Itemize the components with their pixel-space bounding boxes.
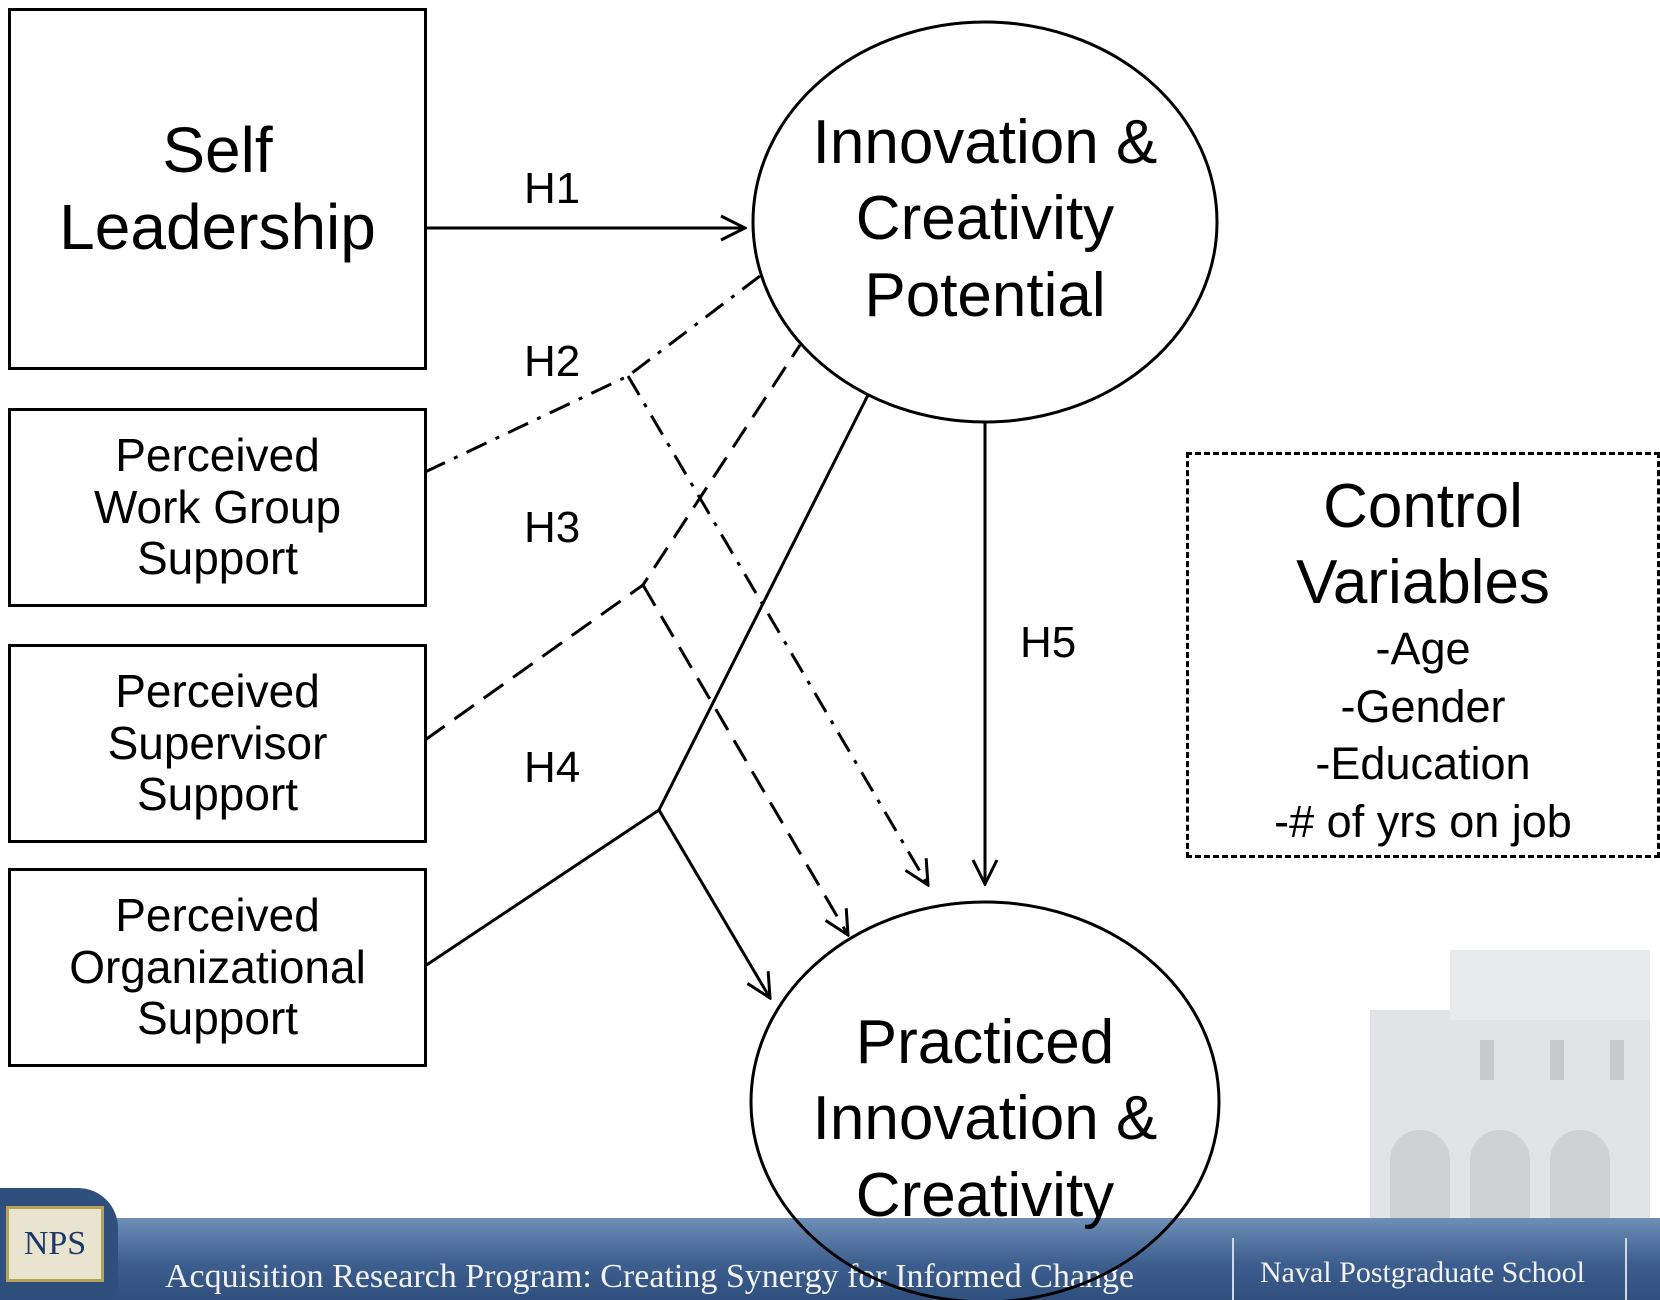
icp-ellipse bbox=[751, 20, 1219, 424]
h4-connector bbox=[424, 394, 870, 968]
control-title-line-2: Variables bbox=[1296, 547, 1550, 617]
self-leadership-line-2: Leadership bbox=[59, 191, 376, 263]
control-variables-box: Control Variables -Age -Gender -Educatio… bbox=[1186, 452, 1660, 858]
nps-shield-icon: NPS bbox=[6, 1206, 104, 1282]
pic-line-3: Creativity bbox=[855, 1160, 1115, 1230]
pic-line-1: Practiced bbox=[855, 1008, 1115, 1077]
control-item-age: -Age bbox=[1375, 623, 1471, 675]
control-title-line-1: Control bbox=[1323, 472, 1523, 541]
nps-seal-logo: NPS bbox=[0, 1188, 118, 1300]
icp-line-2: Creativity bbox=[855, 184, 1115, 254]
footer-divider-right bbox=[1625, 1238, 1627, 1300]
footer-divider bbox=[1232, 1238, 1234, 1300]
h2-label: H2 bbox=[524, 337, 581, 386]
self-leadership-line-1: Self bbox=[162, 114, 273, 187]
h4-label: H4 bbox=[524, 743, 581, 792]
control-item-education: -Education bbox=[1315, 738, 1531, 790]
work-group-line-3: Support bbox=[136, 532, 299, 585]
h3-label: H3 bbox=[524, 503, 581, 552]
supervisor-line-2: Supervisor bbox=[107, 716, 328, 769]
organizational-line-2: Organizational bbox=[69, 940, 366, 993]
control-title: Control Variables bbox=[1189, 469, 1657, 620]
building-watermark bbox=[1370, 950, 1650, 1230]
self-leadership-box: Self Leadership bbox=[8, 8, 427, 370]
h2-connector bbox=[424, 274, 761, 474]
footer-tagline: Acquisition Research Program: Creating S… bbox=[165, 1258, 1135, 1295]
icp-line-1: Innovation & bbox=[812, 108, 1158, 177]
organizational-line-3: Support bbox=[136, 992, 299, 1045]
seal-text: NPS bbox=[23, 1225, 87, 1262]
h4-arrow bbox=[657, 809, 770, 998]
icp-label: Innovation & Creativity Potential bbox=[765, 105, 1205, 334]
pic-label: Practiced Innovation & Creativity bbox=[765, 1005, 1205, 1234]
supervisor-support-box: Perceived Supervisor Support bbox=[8, 644, 427, 843]
h2-arrow bbox=[626, 375, 928, 885]
control-item-gender: -Gender bbox=[1340, 680, 1506, 732]
control-item-years-on-job: -# of yrs on job bbox=[1274, 796, 1572, 848]
work-group-line-2: Work Group bbox=[93, 480, 342, 533]
organizational-support-box: Perceived Organizational Support bbox=[8, 868, 427, 1067]
supervisor-line-3: Support bbox=[136, 768, 299, 821]
h1-label: H1 bbox=[524, 164, 581, 213]
icp-line-3: Potential bbox=[864, 260, 1106, 330]
supervisor-line-1: Perceived bbox=[115, 665, 320, 718]
pic-line-2: Innovation & bbox=[812, 1084, 1158, 1154]
h3-arrow bbox=[641, 584, 848, 935]
h3-connector bbox=[424, 344, 802, 742]
h5-label: H5 bbox=[1020, 618, 1077, 667]
work-group-line-1: Perceived bbox=[115, 429, 320, 482]
organizational-line-1: Perceived bbox=[115, 889, 320, 942]
footer-school-name: Naval Postgraduate School bbox=[1260, 1256, 1585, 1289]
work-group-support-box: Perceived Work Group Support bbox=[8, 408, 427, 607]
